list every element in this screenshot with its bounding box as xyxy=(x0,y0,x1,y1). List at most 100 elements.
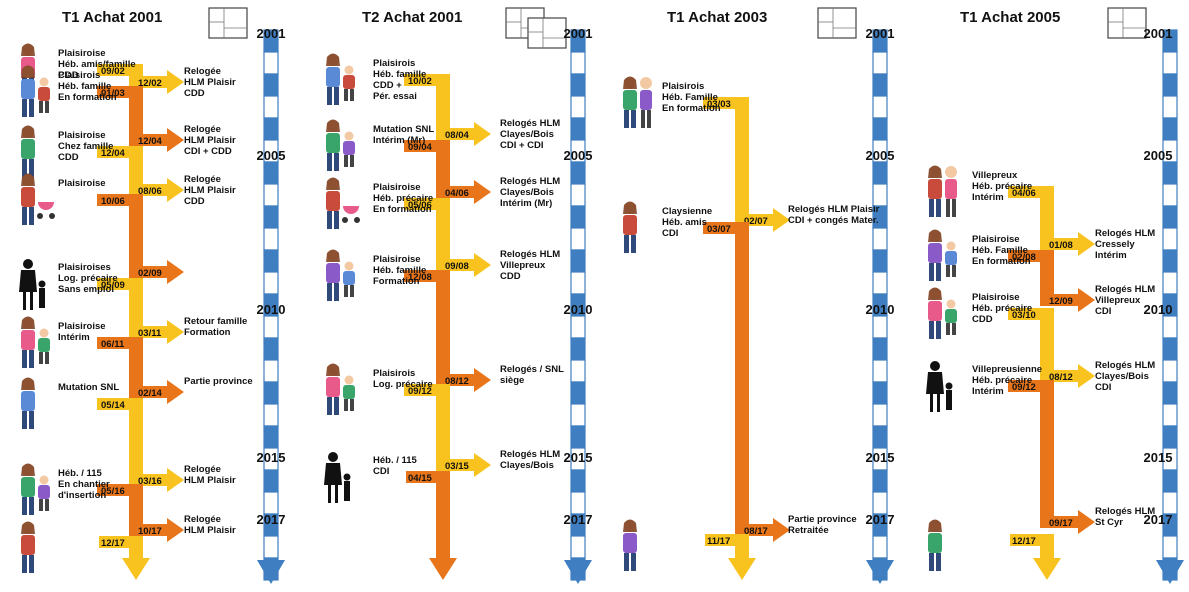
timeline-segment xyxy=(1162,73,1178,97)
person-leg xyxy=(29,411,34,429)
person-leg xyxy=(29,555,34,573)
person-leg xyxy=(29,159,34,177)
woman-icon xyxy=(928,519,942,571)
flow-vertical xyxy=(735,97,749,214)
timeline-segment xyxy=(1162,205,1178,229)
person-leg xyxy=(327,211,332,229)
timeline-segment xyxy=(570,161,586,185)
year-label: 2005 xyxy=(866,148,895,163)
family-icon xyxy=(326,363,355,415)
person-head xyxy=(945,166,957,178)
silhouette-leg xyxy=(30,292,33,310)
timeline-segment xyxy=(872,359,888,383)
floorplan-icon xyxy=(1107,7,1147,39)
flow-arrowhead xyxy=(1078,364,1095,388)
person-torso xyxy=(623,215,637,235)
timeline-arrowhead xyxy=(257,560,285,584)
flow-end-bar xyxy=(1040,370,1078,382)
timeline-segment xyxy=(1162,249,1178,273)
silhouette-body xyxy=(19,270,37,292)
timeline-segment xyxy=(263,73,279,97)
person-leg xyxy=(946,199,950,217)
person-hair xyxy=(21,173,35,186)
start-date: 02/08 xyxy=(1012,252,1036,263)
person-torso xyxy=(38,338,50,352)
timeline-segment xyxy=(570,249,586,273)
silhouette-leg xyxy=(937,394,940,412)
person-leg xyxy=(936,199,941,217)
year-label: 2005 xyxy=(257,148,286,163)
person-torso xyxy=(343,141,355,155)
timeline-segment xyxy=(1162,359,1178,383)
person-hair xyxy=(326,119,340,132)
silhouette-leg xyxy=(335,485,338,503)
end-date: 02/09 xyxy=(138,268,162,279)
timeline-bar xyxy=(564,29,592,584)
flow-arrowhead xyxy=(429,558,457,580)
silhouette-leg xyxy=(328,485,331,503)
person-torso xyxy=(326,377,340,397)
timeline-segment xyxy=(263,403,279,427)
person-leg xyxy=(929,321,934,339)
flow-vertical xyxy=(129,146,143,184)
timeline-segment xyxy=(263,425,279,449)
person-leg xyxy=(946,265,950,277)
person-torso xyxy=(928,301,942,321)
timeline-segment xyxy=(872,249,888,273)
silhouette-child-head xyxy=(38,280,46,288)
stroller-wheel xyxy=(49,213,55,219)
end-date: 12/02 xyxy=(138,78,162,89)
year-label: 2010 xyxy=(257,302,286,317)
flow-end-bar xyxy=(129,266,167,278)
flow-end-bar xyxy=(129,386,167,398)
year-label: 2015 xyxy=(257,450,286,465)
timeline-segment xyxy=(263,359,279,383)
timeline-segment xyxy=(570,425,586,449)
flow-start-bar xyxy=(705,534,735,546)
person-hair xyxy=(21,377,35,390)
timeline-segment xyxy=(1162,381,1178,405)
year-label: 2001 xyxy=(1144,26,1173,41)
person-leg xyxy=(344,89,348,101)
person-leg xyxy=(22,350,27,368)
start-date: 04/06 xyxy=(1012,188,1036,199)
person-leg xyxy=(29,497,34,515)
person-hair xyxy=(928,165,942,178)
timeline-segment xyxy=(570,381,586,405)
flow-arrowhead xyxy=(167,320,184,344)
flow-start-bar xyxy=(1010,534,1040,546)
person-leg xyxy=(936,553,941,571)
family-silhouette-icon xyxy=(324,452,351,503)
person-hair xyxy=(623,519,637,532)
floorplan-outline xyxy=(208,7,248,39)
start-date: 11/17 xyxy=(707,536,730,547)
timeline-segment xyxy=(263,315,279,339)
person-hair xyxy=(326,177,340,190)
family-icon xyxy=(326,53,355,105)
person-hair xyxy=(21,316,35,329)
flow-arrowhead xyxy=(474,253,491,277)
person-torso xyxy=(945,309,957,323)
person-hair xyxy=(623,201,637,214)
timeline-segment xyxy=(263,205,279,229)
panel-title: T1 Achat 2003 xyxy=(667,9,767,26)
person-torso xyxy=(928,533,942,553)
person-hair xyxy=(21,463,35,476)
person-hair xyxy=(21,521,35,534)
start-date: 09/04 xyxy=(408,142,432,153)
start-date: 10/02 xyxy=(408,76,432,87)
start-date: 06/11 xyxy=(101,339,125,350)
end-date: 12/04 xyxy=(138,136,162,147)
